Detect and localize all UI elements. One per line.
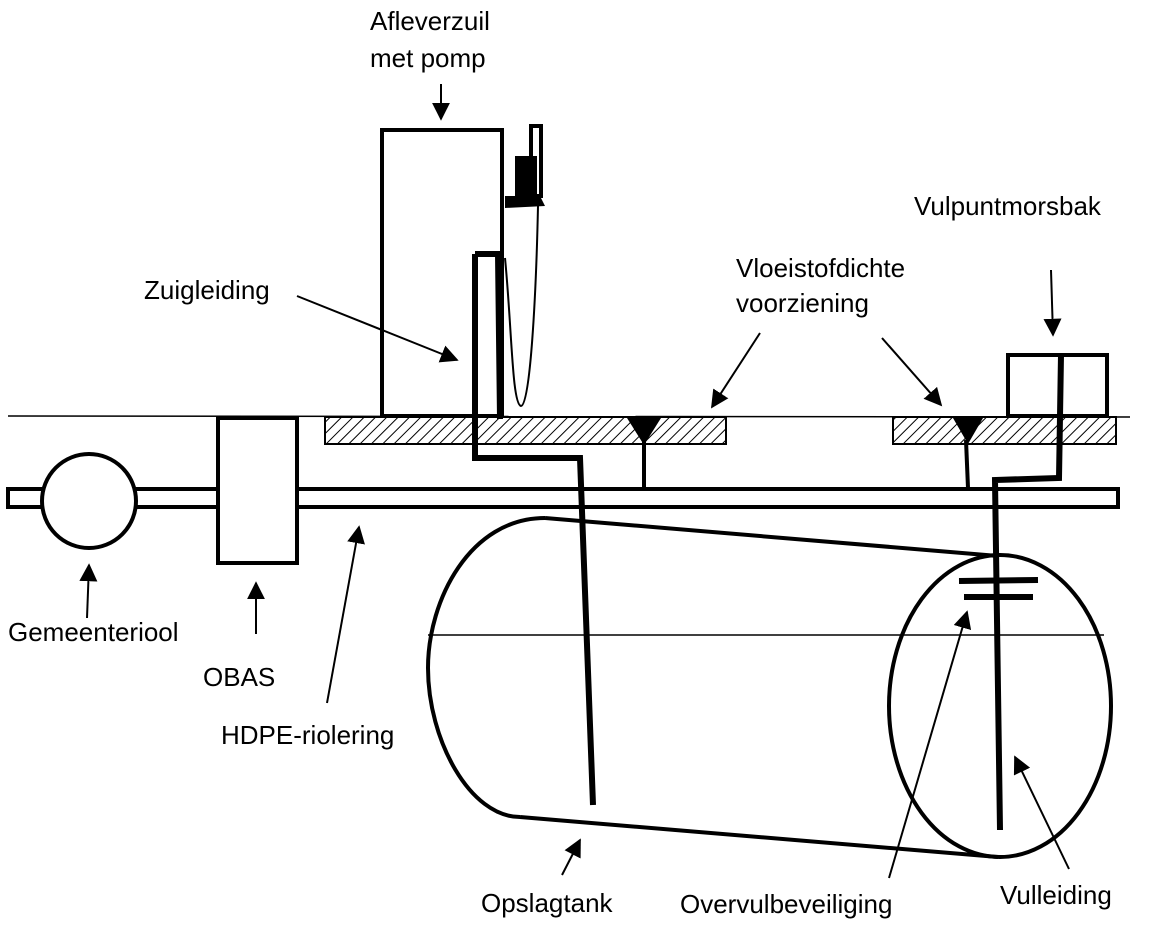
label-obas: OBAS [203,662,275,692]
municipal-sewer-circle [40,452,138,550]
drain-right [953,418,983,489]
storage-tank [425,516,1113,859]
arrow-zuigleiding [296,295,459,363]
arrow-vloeistofdichte-left [711,332,761,409]
dispenser-column [380,128,504,418]
hdpe-sewer-pipe [6,487,1120,509]
label-vulleiding: Vulleiding [1000,880,1112,910]
arrow-vulpuntmorsbak [1043,269,1062,337]
arrow-vulleiding [1013,755,1070,870]
label-zuigleiding: Zuigleiding [144,275,270,305]
label-vloeistofdichte-line1: Vloeistofdichte [736,253,905,283]
label-afleverzuil-line2: met pomp [370,43,486,73]
arrow-opslagtank [561,838,581,876]
label-hdpe-riolering: HDPE-riolering [221,720,394,750]
arrow-hdpe [326,525,365,704]
arrow-overvulbeveiliging [888,610,972,879]
label-gemeenteriool: Gemeenteriool [8,617,179,647]
label-vloeistofdichte-line2: voorziening [736,288,869,318]
suction-line-pipe [472,254,596,806]
label-overvulbeveiliging: Overvulbeveiliging [680,889,892,919]
liquid-tight-slab-right [892,416,1117,445]
label-afleverzuil-line1: Afleverzuil [370,6,490,36]
drain-left [627,418,661,488]
liquid-tight-slab-left [324,416,727,445]
hose [504,205,539,408]
label-opslagtank: Opslagtank [481,888,614,918]
arrow-vloeistofdichte-right [881,337,943,407]
fill-line [991,354,1064,831]
arrow-gemeenteriool [79,563,98,619]
obas-box [216,416,299,565]
suction-line [475,251,503,420]
label-vulpuntmorsbak: Vulpuntmorsbak [914,191,1102,221]
nozzle [505,124,545,208]
